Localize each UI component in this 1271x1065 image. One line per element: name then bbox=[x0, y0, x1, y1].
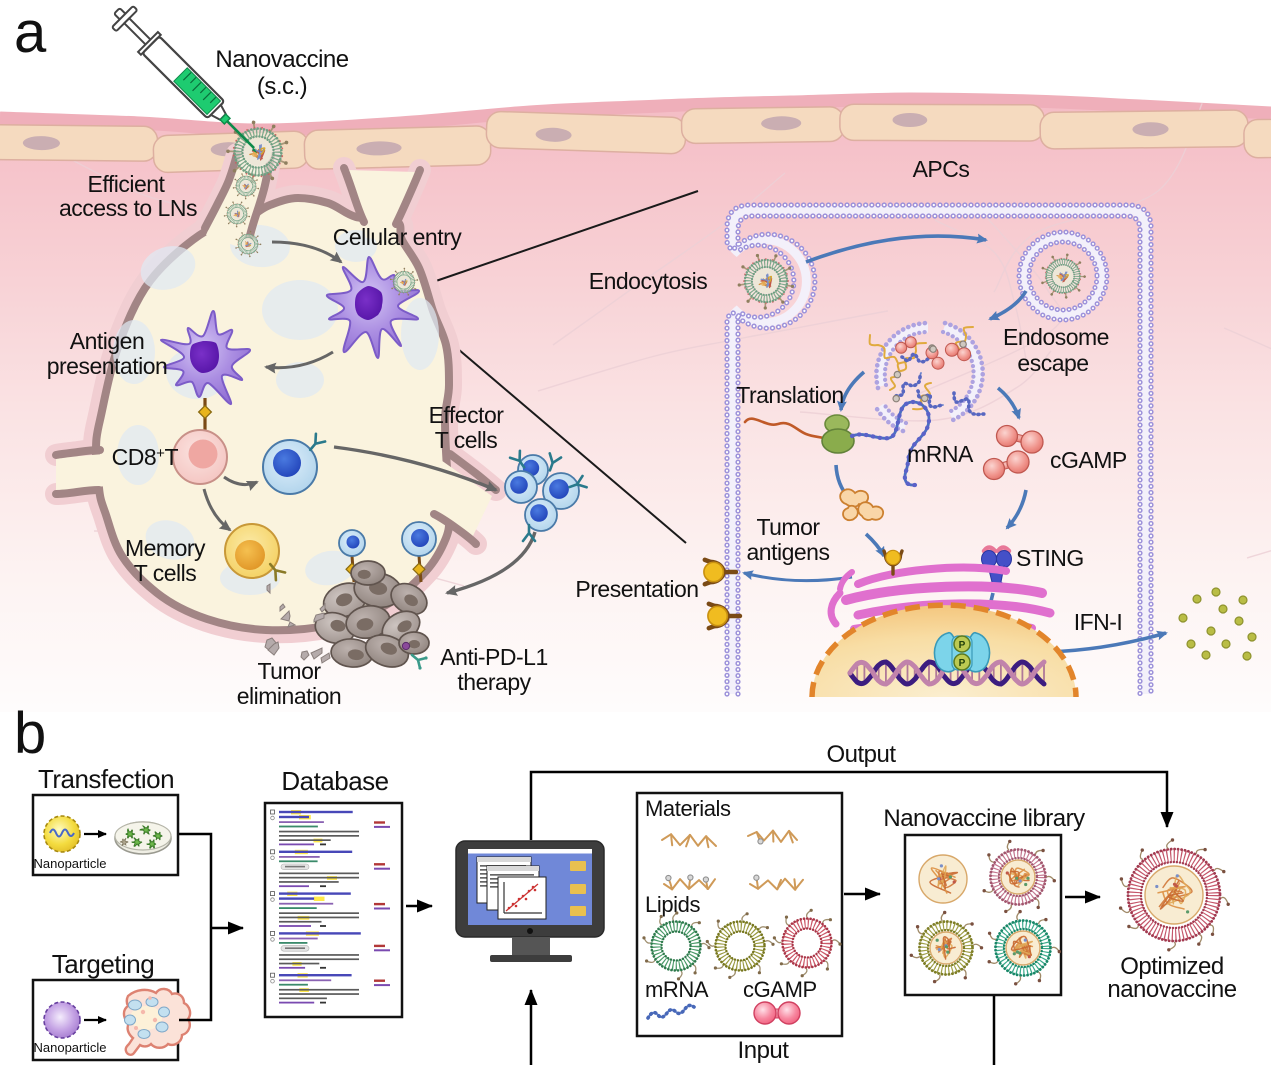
zoom-line-bottom bbox=[437, 331, 687, 544]
activated-t-cell bbox=[262, 432, 327, 495]
label-ifn-i: IFN-I bbox=[1074, 609, 1123, 635]
library-np-olive bbox=[909, 910, 984, 984]
label-effector-t-line2: T cells bbox=[435, 427, 498, 453]
label-tumor-elimination-line2: elimination bbox=[237, 683, 341, 709]
syringe-icon bbox=[111, 5, 258, 154]
label-nanovaccine-line1: Nanovaccine bbox=[215, 46, 348, 73]
screen-window-plot bbox=[497, 876, 547, 920]
apc-membrane bbox=[724, 202, 1154, 697]
transfection-box: Nanoparticle bbox=[31, 793, 180, 877]
process-arrows-blue bbox=[742, 233, 1168, 655]
cd8-t-cell bbox=[172, 429, 228, 485]
mrna-strand bbox=[849, 399, 932, 488]
label-endocytosis: Endocytosis bbox=[589, 268, 708, 294]
label-memory-t-line1: Memory bbox=[125, 535, 206, 561]
tumor-mass bbox=[264, 521, 437, 670]
label-efficient-access-line1: Efficient bbox=[88, 171, 166, 197]
database-page bbox=[263, 801, 404, 1019]
label-antigen-presentation-line2: presentation bbox=[47, 353, 168, 379]
petri-dish-icon bbox=[114, 821, 172, 855]
yellow-nanoparticle-icon bbox=[43, 815, 81, 853]
anti-pd-l1-antibody bbox=[401, 641, 428, 670]
optimized-nanovaccine bbox=[1118, 838, 1230, 952]
label-memory-t-line2: T cells bbox=[134, 560, 197, 586]
input-box: Materials Lipids mRNA cGAMP bbox=[635, 791, 844, 1038]
mhc-tcr-synapse bbox=[197, 398, 213, 430]
phospho-label-1: P bbox=[959, 640, 966, 651]
nanovaccine-library-box bbox=[903, 833, 1063, 997]
label-cellular-entry: Cellular entry bbox=[333, 224, 462, 250]
tumor-antigen-blobs bbox=[839, 488, 885, 522]
mrna-icon bbox=[646, 1003, 696, 1020]
zoom-line-top bbox=[432, 190, 699, 283]
escaped-endosome bbox=[868, 320, 986, 434]
dendritic-cell-entry bbox=[325, 255, 424, 360]
phospho-label-2: P bbox=[959, 658, 966, 669]
label-presentation: Presentation bbox=[575, 576, 698, 602]
flow-arrows-gray bbox=[202, 240, 537, 596]
label-cd8-t: CD8+T bbox=[112, 444, 179, 470]
endosome-contents bbox=[868, 326, 986, 417]
panel-a-letter: a bbox=[14, 0, 47, 65]
label-nanovaccine-line2: (s.c.) bbox=[257, 73, 307, 100]
label-output: Output bbox=[826, 741, 896, 768]
polymer-materials bbox=[661, 829, 804, 891]
dendritic-cell-presentation bbox=[159, 309, 251, 406]
label-targeting: Targeting bbox=[52, 949, 154, 979]
cell-nucleus: P P bbox=[809, 602, 1079, 698]
purple-nanoparticle-icon bbox=[43, 1001, 81, 1039]
label-anti-pd-l1-line2: therapy bbox=[457, 669, 531, 695]
label-mrna: mRNA bbox=[907, 441, 974, 467]
label-sting: STING bbox=[1016, 545, 1084, 571]
screen-folder-icons bbox=[570, 861, 586, 916]
library-np-teal bbox=[987, 909, 1061, 986]
label-nanoparticle-targeting: Nanoparticle bbox=[34, 1040, 107, 1055]
phospho-groups: P P bbox=[953, 635, 971, 671]
label-materials: Materials bbox=[645, 796, 731, 821]
label-efficient-access-line2: access to LNs bbox=[59, 195, 197, 221]
label-optimized-line1: Optimized bbox=[1120, 953, 1224, 980]
library-np-plain bbox=[918, 854, 968, 904]
tumor-fragments bbox=[264, 583, 331, 664]
label-nanovaccine-library: Nanovaccine library bbox=[883, 805, 1085, 832]
ifn-dots bbox=[1178, 587, 1257, 661]
label-endosome-escape-line2: escape bbox=[1017, 350, 1088, 376]
label-database: Database bbox=[281, 766, 388, 796]
dna-helix bbox=[847, 659, 1047, 687]
label-cgamp-input: cGAMP bbox=[743, 977, 817, 1002]
lipid-rings bbox=[642, 908, 842, 981]
label-lipids: Lipids bbox=[645, 892, 700, 917]
output-path bbox=[529, 770, 1174, 840]
label-mrna-input: mRNA bbox=[645, 977, 709, 1002]
label-optimized-line2: nanovaccine bbox=[1107, 976, 1236, 1003]
label-anti-pd-l1-line1: Anti-PD-L1 bbox=[440, 644, 547, 670]
label-translation: Translation bbox=[736, 382, 843, 408]
label-antigen-presentation-line1: Antigen bbox=[70, 328, 145, 354]
cgamp-icon bbox=[753, 1001, 801, 1025]
label-tumor-antigens-line1: Tumor bbox=[756, 514, 820, 540]
label-transfection: Transfection bbox=[38, 764, 174, 794]
lymph-node-icon bbox=[122, 987, 192, 1056]
label-apcs: APCs bbox=[913, 156, 970, 182]
effector-t-cell-cluster bbox=[504, 449, 588, 543]
label-tumor-elimination-line1: Tumor bbox=[257, 658, 321, 684]
computer-monitor bbox=[455, 840, 605, 962]
connector-lines bbox=[179, 832, 244, 1022]
targeting-box: Nanoparticle bbox=[31, 978, 192, 1062]
database-content bbox=[270, 809, 390, 1004]
library-np-pink bbox=[982, 839, 1056, 914]
label-tumor-antigens-line2: antigens bbox=[747, 539, 830, 565]
label-nanoparticle-transfection: Nanoparticle bbox=[34, 856, 107, 871]
label-effector-t-line1: Effector bbox=[429, 402, 505, 428]
cgamp-molecules bbox=[982, 424, 1044, 481]
monitor-stand bbox=[512, 937, 550, 957]
label-cgamp: cGAMP bbox=[1050, 447, 1127, 473]
endosome bbox=[1016, 229, 1110, 323]
memory-t-cell bbox=[224, 523, 287, 582]
ribosome bbox=[743, 414, 855, 454]
label-endosome-escape-line1: Endosome bbox=[1003, 324, 1109, 350]
label-input: Input bbox=[738, 1037, 790, 1064]
panel-b-letter: b bbox=[14, 701, 46, 766]
